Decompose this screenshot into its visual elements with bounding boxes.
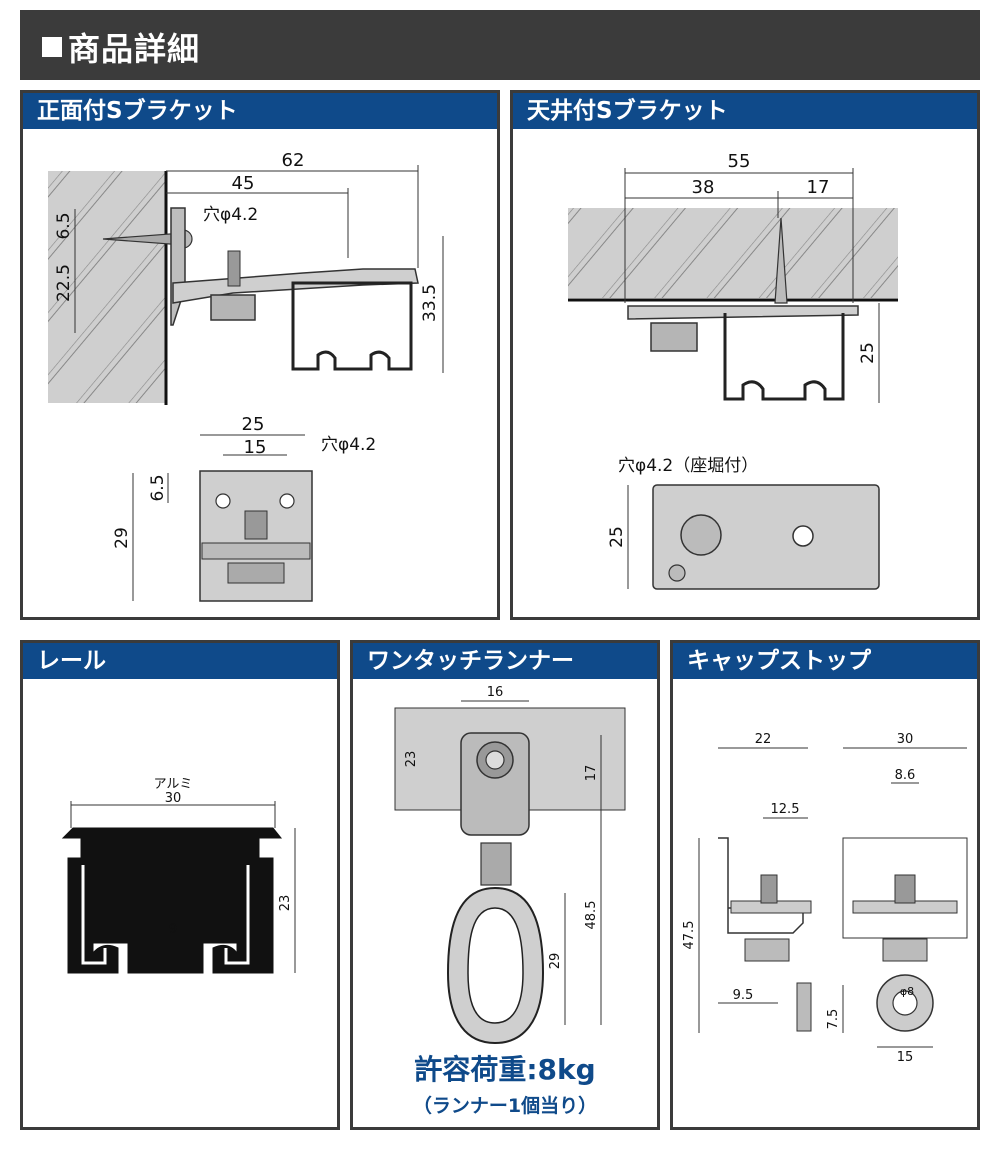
rail-profile [61, 827, 283, 974]
panel-ceiling-bracket: 天井付Sブラケット 55 38 17 25 穴φ4.2（座堀付） 25 [510, 90, 980, 620]
dim-30: 30 [165, 791, 182, 806]
load-note: （ランナー1個当り） [412, 1095, 598, 1117]
dim-23: 23 [278, 895, 293, 912]
rail-drawing: アルミ 30 23 9 [61, 777, 296, 974]
dim-15: 15 [244, 437, 267, 458]
dim-12-5: 12.5 [771, 802, 800, 817]
ceiling-bracket-drawing: 55 38 17 25 穴φ4.2（座堀付） 25 [568, 151, 898, 590]
dim-7-5: 7.5 [826, 1009, 841, 1030]
page-header: 商品詳細 [20, 10, 980, 80]
dim-9: 9 [169, 922, 177, 937]
runner-drawing: 16 23 17 48.5 29 [394, 685, 626, 1045]
dim-22-5: 22.5 [54, 264, 74, 302]
cap-stop-drawing: 22 12.5 47.5 9.5 30 8.6 7.5 φ8 15 [682, 732, 968, 1065]
ceiling [568, 208, 898, 298]
dim-48-5: 48.5 [584, 901, 599, 930]
dim-8-6: 8.6 [895, 768, 916, 783]
bracket-top-view [652, 484, 880, 590]
panel-front-bracket: 正面付Sブラケット 62 45 穴φ4.2 6.5 [20, 90, 500, 620]
hole-label: 穴φ4.2（座堀付） [618, 456, 758, 476]
dim-38: 38 [692, 177, 715, 198]
panel-title: 正面付Sブラケット [23, 93, 497, 132]
dim-6-5b: 6.5 [148, 474, 168, 501]
dim-16: 16 [487, 685, 504, 700]
dim-23: 23 [404, 751, 419, 768]
bracket-plate [170, 207, 186, 326]
panel-title: 天井付Sブラケット [513, 93, 977, 132]
panel-runner: ワンタッチランナー 16 23 17 48.5 29 許容荷重:8kg （ランナ… [350, 640, 660, 1130]
bolt-nut [210, 294, 256, 321]
panel-cap-stop: キャップストップ 22 12.5 47.5 9.5 30 8.6 7.5 φ8 … [670, 640, 980, 1130]
dim-6-5: 6.5 [54, 212, 74, 239]
dim-45: 45 [232, 173, 255, 194]
panel-title: キャップストップ [673, 643, 977, 682]
dim-phi8: φ8 [900, 985, 914, 998]
panel-title: ワンタッチランナー [353, 643, 657, 682]
dim-29: 29 [548, 953, 563, 970]
dim-17: 17 [584, 765, 599, 782]
rail-section [291, 281, 413, 371]
dim-25: 25 [858, 342, 878, 364]
dim-22: 22 [755, 732, 772, 747]
wall [48, 171, 166, 403]
load-capacity: 許容荷重:8kg [414, 1053, 596, 1086]
hole-label-2: 穴φ4.2 [321, 435, 376, 455]
dim-55: 55 [728, 151, 751, 172]
dim-30: 30 [897, 732, 914, 747]
rail-section [723, 313, 845, 401]
dim-29: 29 [112, 527, 132, 549]
dim-62: 62 [282, 150, 305, 171]
square-icon [42, 37, 62, 57]
panel-title: レール [23, 643, 337, 682]
dim-25b: 25 [607, 526, 627, 548]
dim-9-5: 9.5 [733, 988, 754, 1003]
dim-15: 15 [897, 1050, 914, 1065]
page-title: 商品詳細 [42, 24, 200, 70]
material-label: アルミ [154, 777, 193, 792]
panel-rail: レール アルミ 30 23 9 [20, 640, 340, 1130]
front-bracket-drawing: 62 45 穴φ4.2 6.5 22.5 33.5 25 15 穴φ4.2 6.… [48, 150, 444, 602]
screw [774, 217, 788, 304]
dim-47-5: 47.5 [682, 921, 697, 950]
hole-label: 穴φ4.2 [203, 205, 258, 225]
dim-33-5: 33.5 [420, 284, 440, 322]
dim-17: 17 [807, 177, 830, 198]
dim-25: 25 [242, 414, 265, 435]
bolt-nut [650, 322, 698, 352]
